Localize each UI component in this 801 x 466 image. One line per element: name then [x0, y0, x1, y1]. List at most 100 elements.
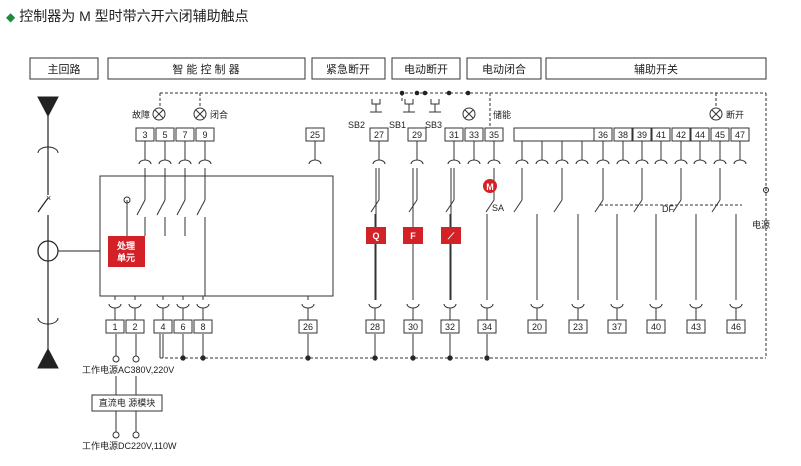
terminal-label: 32 [445, 322, 455, 332]
terminal-label: 35 [489, 130, 499, 140]
terminal [686, 319, 706, 334]
supply-bottom-label: 工作电源DC220V,110W [82, 440, 177, 451]
lamp-label: 断开 [726, 109, 744, 120]
main-contact-icon [37, 317, 59, 325]
dashed-bus [159, 92, 767, 358]
terminal-label: 2 [132, 322, 137, 332]
lamp-label: 闭合 [210, 109, 228, 120]
terminal [193, 319, 213, 334]
terminal-label: 33 [469, 130, 479, 140]
lamp-label: 故障 [132, 109, 150, 120]
terminal-label: 43 [691, 322, 701, 332]
relay-label: Q [372, 231, 379, 241]
header-label: 电动断开 [404, 62, 448, 76]
df-label: DF [662, 204, 674, 214]
terminal-label: 28 [370, 322, 380, 332]
terminal-label: 46 [731, 322, 741, 332]
terminal [607, 319, 627, 334]
switch-label: SB1 [389, 120, 406, 130]
header-box-emergency [311, 57, 386, 80]
terminal-label: 34 [482, 322, 492, 332]
terminal-label: 39 [637, 130, 647, 140]
lamp-energy-icon [462, 107, 476, 121]
header-box-controller [107, 57, 306, 80]
terminal [477, 319, 497, 334]
sb2-icon [370, 99, 382, 113]
controller-box [99, 175, 334, 297]
power-label: 电源 [752, 219, 770, 230]
header-box-electric-close [466, 57, 542, 80]
terminal-label: 25 [310, 130, 320, 140]
relay-f-box [403, 227, 423, 244]
main-contact-icon [37, 146, 59, 154]
lamp-close-icon [193, 107, 207, 121]
switch-label: SB2 [348, 120, 365, 130]
supply-top-label: 工作电源AC380V,220V [82, 364, 174, 375]
terminal-label: 42 [676, 130, 686, 140]
bus-junctions [399, 90, 769, 193]
terminal [298, 319, 318, 334]
terminal-label: 31 [449, 130, 459, 140]
terminal-label: 1 [112, 322, 117, 332]
relay-label: F [410, 231, 416, 241]
terminal-label: 47 [735, 130, 745, 140]
wiring [108, 141, 747, 361]
terminal-label: 7 [182, 130, 187, 140]
terminal-label: 23 [573, 322, 583, 332]
header-label: 电动闭合 [482, 62, 526, 76]
push-buttons [370, 99, 441, 113]
lamp-fault-icon [152, 107, 166, 121]
terminal [440, 319, 460, 334]
terminal [568, 319, 588, 334]
terminal [105, 319, 125, 334]
terminal-label: 5 [162, 130, 167, 140]
terminal-label: 37 [612, 322, 622, 332]
terminal-label: 3 [142, 130, 147, 140]
header-label: 智 能 控 制 器 [172, 62, 239, 76]
header-label: 紧急断开 [326, 62, 370, 76]
motor-label: M [486, 182, 494, 192]
terminal-label: 45 [715, 130, 725, 140]
relay-x-box [441, 227, 461, 244]
terminal-label: 41 [656, 130, 666, 140]
processing-unit-label: 处理 [116, 240, 135, 251]
terminal-label: 44 [695, 130, 705, 140]
motor-icon [483, 179, 497, 193]
terminal-label: 36 [598, 130, 608, 140]
terminal-label: 20 [532, 322, 542, 332]
lamp-open-icon [709, 107, 723, 121]
processing-unit-label: 单元 [117, 252, 135, 263]
main-circuit: × [37, 96, 100, 369]
terminal-label: 6 [180, 322, 185, 332]
terminal [726, 319, 746, 334]
diamond-icon: ◆ [6, 10, 16, 24]
terminal [125, 319, 145, 334]
terminal-label: 38 [618, 130, 628, 140]
lamp-row [152, 107, 723, 121]
header-box-electric-open [391, 57, 461, 80]
relay-label: ⟋ [447, 231, 455, 241]
header-box-aux-switch [545, 57, 767, 80]
page-title: ◆控制器为 M 型时带六开六闭辅助触点 [6, 6, 249, 26]
terminal-label: 40 [651, 322, 661, 332]
switch-label: SB3 [425, 120, 442, 130]
relay-q-box [366, 227, 386, 244]
terminal [153, 319, 173, 334]
terminal [646, 319, 666, 334]
header-label: 辅助开关 [634, 62, 678, 76]
terminal [527, 319, 547, 334]
top-arrow-icon [37, 96, 59, 118]
sb1-icon [403, 99, 415, 113]
header-label: 主回路 [48, 63, 81, 76]
sa-label: SA [492, 203, 504, 213]
header-row [29, 57, 767, 80]
bottom-arrow-icon [37, 347, 59, 369]
aux-blank-terminal [513, 127, 595, 142]
terminal [365, 319, 385, 334]
svg-text:×: × [46, 193, 51, 203]
sb3-icon [429, 99, 441, 113]
terminal-label: 9 [202, 130, 207, 140]
